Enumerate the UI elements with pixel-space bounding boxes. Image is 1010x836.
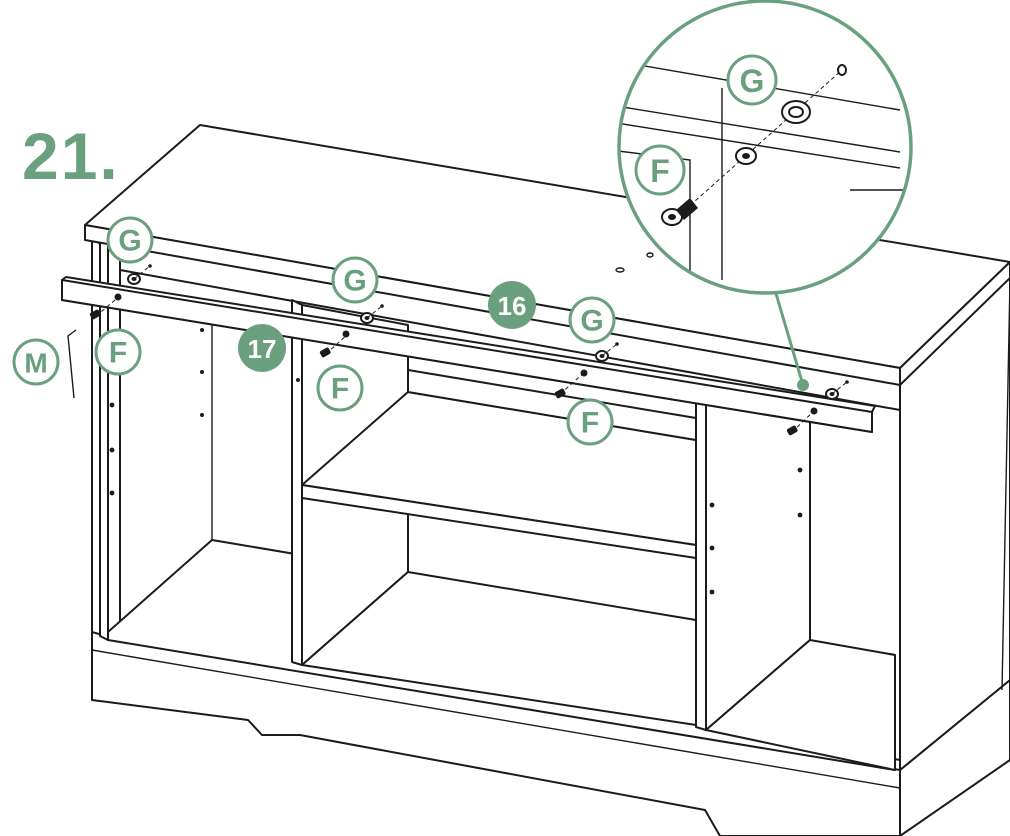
svg-text:G: G bbox=[580, 305, 603, 338]
label-m: M bbox=[12, 338, 60, 386]
front-rail-17 bbox=[61, 276, 876, 433]
bolt-f1 bbox=[89, 293, 122, 320]
svg-text:F: F bbox=[331, 373, 349, 406]
label-g-1: G bbox=[106, 216, 154, 264]
label-g-2: G bbox=[331, 256, 379, 304]
bolt-f4 bbox=[786, 407, 818, 436]
svg-text:F: F bbox=[109, 337, 127, 370]
bolt-f3 bbox=[554, 369, 588, 399]
detail-leader-line bbox=[770, 279, 805, 386]
bolt-f2 bbox=[319, 330, 350, 358]
step-number: 21. bbox=[22, 119, 120, 193]
part-label-16: 16 bbox=[488, 281, 536, 329]
svg-text:G: G bbox=[343, 265, 366, 298]
svg-text:G: G bbox=[740, 63, 765, 99]
shelf-pin-holes bbox=[109, 328, 803, 595]
svg-text:F: F bbox=[650, 153, 670, 189]
part-label-17: 17 bbox=[238, 324, 286, 372]
svg-text:F: F bbox=[581, 407, 599, 440]
cam-lock-g2 bbox=[360, 304, 384, 324]
svg-text:G: G bbox=[118, 225, 141, 258]
detail-magnifier bbox=[617, 0, 913, 295]
cam-lock-g1 bbox=[127, 264, 152, 285]
cabinet-base bbox=[91, 631, 1010, 836]
svg-text:17: 17 bbox=[248, 334, 277, 364]
cam-lock-g3 bbox=[595, 342, 619, 362]
svg-text:16: 16 bbox=[498, 291, 527, 321]
label-f-1: F bbox=[94, 328, 142, 376]
label-f-3: F bbox=[566, 398, 614, 446]
label-f-detail: F bbox=[634, 144, 686, 196]
label-f-2: F bbox=[316, 364, 364, 412]
svg-text:M: M bbox=[24, 348, 47, 379]
allen-key-icon bbox=[67, 329, 77, 399]
cam-lock-g4 bbox=[825, 380, 849, 400]
label-g-detail: G bbox=[726, 54, 778, 106]
label-g-3: G bbox=[568, 296, 616, 344]
